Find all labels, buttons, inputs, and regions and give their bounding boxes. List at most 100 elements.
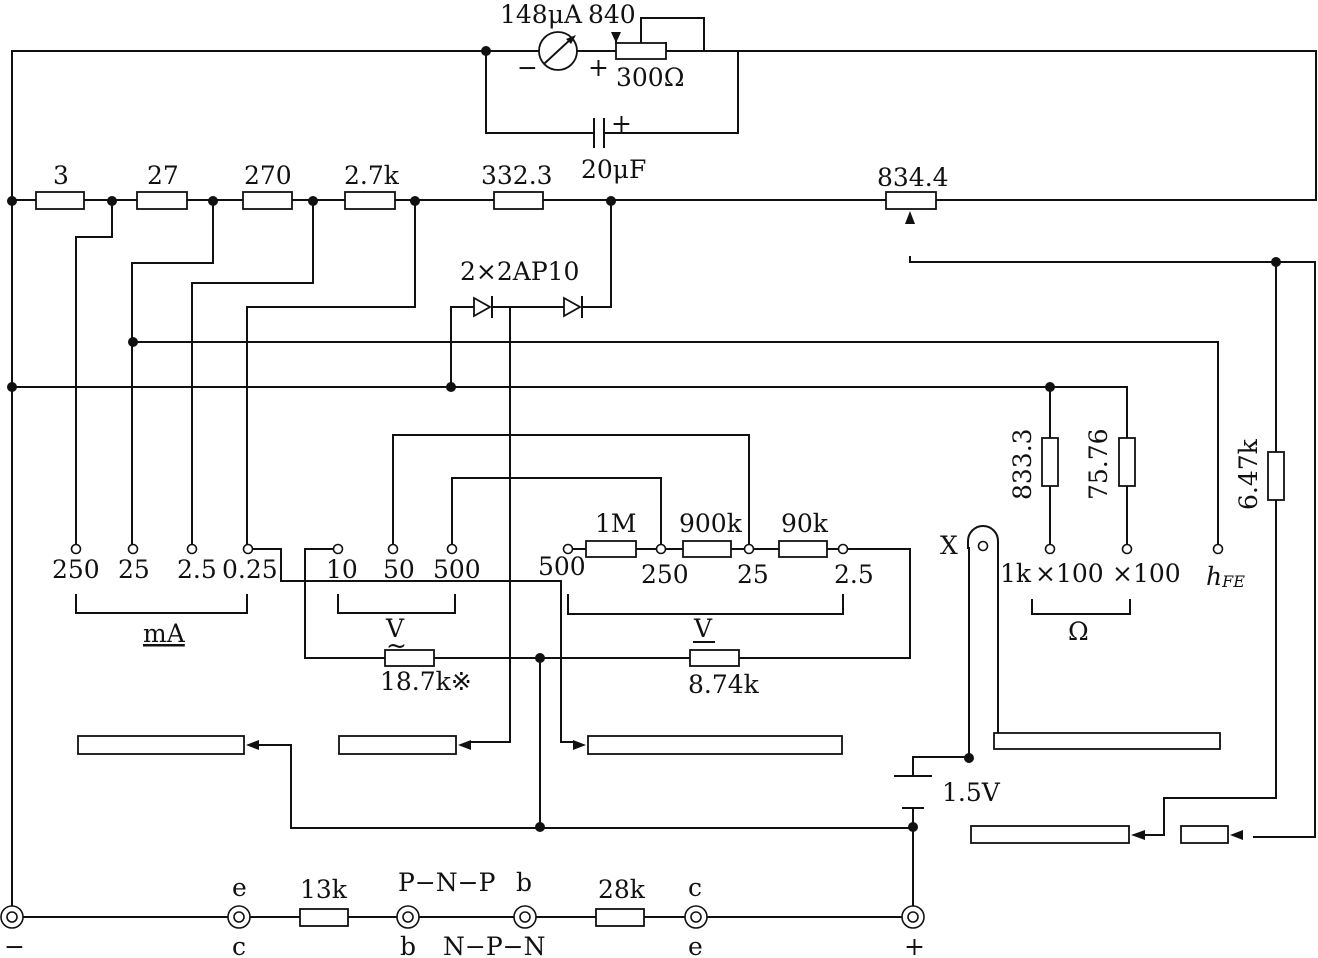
resistor-270 [242,191,293,210]
acv-range-10: 10 [326,555,358,584]
dcv-range-25: 25 [737,560,769,589]
resistor-27-label: 27 [147,161,179,190]
resistor-28k-label: 28k [598,875,646,904]
battery-1-5v [894,775,932,809]
resistor-3 [35,191,85,210]
diode-2 [563,296,583,318]
acv-tilde-label: ~ [386,631,407,660]
resistor-2-7k-label: 2.7k [344,161,400,190]
ma-range-250: 250 [52,555,100,584]
resistor-2-7k [344,191,396,210]
ma-unit-label: mA [143,619,186,648]
resistor-75-76-label: 75.76 [1084,428,1113,500]
pot-300-label: 300Ω [616,63,684,92]
term-e-bottom-label: e [688,932,703,958]
resistor-833-3 [1041,437,1059,487]
terminal-minus [0,905,24,929]
meter-plus-label: + [588,53,609,82]
ohm-range-1k: 1k [1000,559,1032,588]
capacitor-plus-label: + [611,109,632,138]
battery-label: 1.5V [942,778,1001,807]
resistor-8-74k-label: 8.74k [688,670,760,699]
term-c-bottom-label: c [232,932,246,958]
arrow-pot-3 [573,740,586,750]
resistor-6-47k [1267,451,1285,501]
arrow-834-4 [905,211,915,224]
junction-dots [7,46,1281,832]
hfe-label: hFE [1206,562,1245,591]
pot-4 [993,732,1221,750]
dcv-range-500: 500 [538,552,586,581]
acv-unit-label: V [385,614,405,643]
pnp-label: P−N−P [398,868,495,897]
meter-current-label: 148μA [500,0,583,29]
pot-5 [970,825,1130,844]
resistor-8-74k [689,649,740,667]
terminal-c-e [684,905,708,929]
transistor-terminals [0,905,925,929]
resistor-900k-label: 900k [679,509,743,538]
selector-terminals [70,540,1224,555]
resistor-90k [778,540,828,558]
resistor-300 [615,42,667,60]
resistor-90k-label: 90k [781,509,829,538]
resistor-6-47k-label: 6.47k [1234,438,1263,510]
resistor-28k [595,908,645,927]
resistor-332-3-label: 332.3 [481,161,553,190]
term-minus-label: − [4,932,25,958]
resistor-332-3 [493,191,544,210]
resistor-13k [299,908,349,927]
term-e-top-label: e [232,873,247,902]
arrow-pot-5 [1131,830,1145,840]
diodes-label: 2×2AP10 [460,257,579,286]
term-b-bottom-label: b [400,932,416,958]
x-terminal-label: X [940,531,958,560]
diode-1 [473,296,493,318]
resistor-18-7k-label: 18.7k※ [380,667,472,696]
arrow-pot-300 [611,32,621,43]
term-b-top-label: b [516,868,532,897]
terminal-e-c [227,905,251,929]
acv-range-500: 500 [433,555,481,584]
resistor-3-label: 3 [53,161,69,190]
acv-range-50: 50 [383,555,415,584]
resistor-13k-label: 13k [300,875,348,904]
pot-1 [77,735,245,755]
resistor-834-4 [885,191,937,210]
ma-range-25: 25 [118,555,150,584]
terminal-b-npn [513,905,537,929]
arrow-pot-2 [458,740,471,750]
pot-6 [1180,825,1229,844]
pot-3 [587,735,843,755]
dcv-range-2-5: 2.5 [834,560,874,589]
term-c-top-label: c [688,873,702,902]
capacitor-20uF [593,118,605,148]
ohm-range-x100-a: ×100 [1035,559,1104,588]
resistor-900k [682,540,732,558]
resistor-1M [585,540,637,558]
range-brackets [75,594,1131,615]
wiring [11,17,1317,918]
resistor-270-label: 270 [244,161,292,190]
ma-range-2-5: 2.5 [177,555,217,584]
dcv-range-250: 250 [641,560,689,589]
resistor-834-4-label: 834.4 [877,163,949,192]
ma-range-0-25: 0.25 [222,555,278,584]
ohm-range-x100-b: ×100 [1112,559,1181,588]
pot-2 [338,735,457,755]
term-plus-label: + [904,932,925,958]
arrow-pot-1 [246,740,259,750]
meter [538,31,578,71]
meter-minus-label: − [517,53,538,82]
terminal-plus [901,905,925,929]
resistor-18-7k [384,649,435,667]
arrow-pot-6 [1230,830,1243,840]
npn-label: N−P−N [443,932,545,958]
resistor-27 [136,191,188,210]
terminal-b-pnp [396,905,420,929]
ohm-unit-label: Ω [1068,617,1089,646]
resistor-833-3-label: 833.3 [1008,428,1037,500]
capacitor-label: 20μF [581,155,646,184]
meter-resistance-label: 840 [588,0,636,29]
